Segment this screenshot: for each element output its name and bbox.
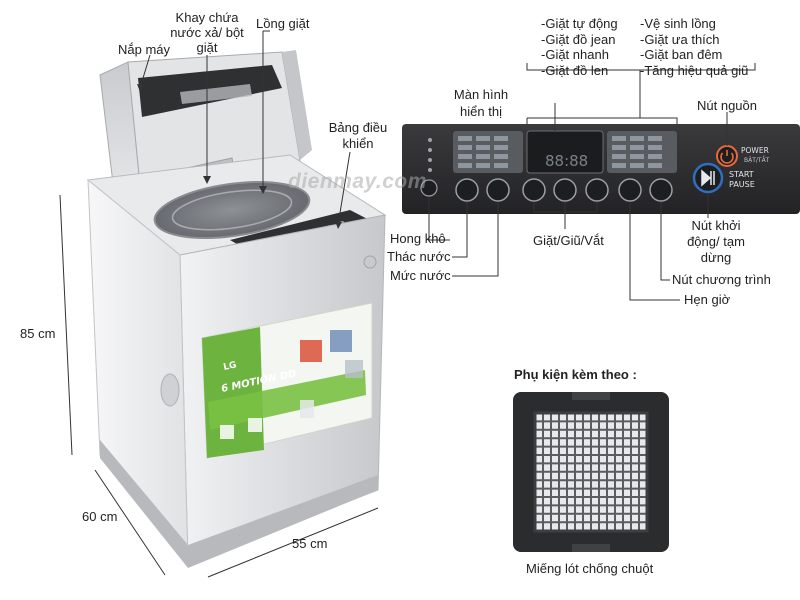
leader-lines bbox=[139, 30, 756, 301]
power-sub-text: BẬT/TẮT bbox=[744, 156, 770, 164]
start-text: START bbox=[729, 170, 754, 179]
lg-badge bbox=[363, 255, 377, 269]
wash-button bbox=[522, 178, 546, 202]
panel-display bbox=[526, 130, 604, 174]
panel-level-indicators bbox=[428, 138, 432, 172]
mat-tab-bottom bbox=[572, 544, 610, 552]
programs-bracket bbox=[526, 63, 756, 71]
leader-stream bbox=[452, 202, 468, 258]
power-symbol-icon bbox=[720, 150, 734, 164]
display-digits: 88:88 bbox=[545, 152, 588, 170]
label-start-pause: Nút khởi động/ tạm dừng bbox=[687, 218, 745, 265]
drum-ring bbox=[171, 189, 293, 231]
control-panel-closeup: 88:88 bbox=[402, 124, 800, 214]
height-dimension-line bbox=[59, 194, 73, 456]
label-drain: Thác nước bbox=[387, 249, 451, 264]
leader-timer bbox=[629, 202, 680, 301]
label-water-level: Mức nước bbox=[390, 268, 451, 283]
label-wash-rinse-spin: Giặt/Giũ/Vắt bbox=[533, 233, 604, 248]
watermark: dienmay.com bbox=[288, 170, 427, 193]
dimension-lines bbox=[59, 194, 379, 578]
delay-button bbox=[618, 178, 642, 202]
label-program-button: Nút chương trình bbox=[672, 272, 771, 287]
drum bbox=[153, 181, 311, 239]
mat-tab-top bbox=[572, 392, 610, 400]
label-drum: Lồng giặt bbox=[256, 16, 310, 31]
dimension-depth: 60 cm bbox=[82, 509, 118, 524]
panel-round-buttons bbox=[420, 178, 673, 202]
programs-right-list: -Vệ sinh lồng -Giặt ưa thích -Giặt ban đ… bbox=[640, 16, 748, 78]
program-right-item: -Vệ sinh lồng bbox=[640, 16, 716, 31]
feature-photos bbox=[300, 330, 363, 378]
rinse-button bbox=[553, 178, 577, 202]
label-control-panel: Bảng điều khiển bbox=[328, 120, 388, 151]
dimension-height: 85 cm bbox=[20, 326, 56, 341]
program-left-item: -Giặt đồ jean bbox=[541, 31, 616, 47]
panel-left-program-grid bbox=[458, 136, 508, 168]
feature-label-band bbox=[208, 370, 366, 430]
programs-left-list: -Giặt tự động -Giặt đồ jean -Giặt nhanh … bbox=[541, 16, 618, 78]
dimension-width: 55 cm bbox=[292, 536, 328, 551]
mat-mesh bbox=[534, 412, 648, 532]
program-left-item: -Giặt tự động bbox=[541, 16, 618, 31]
power-text: POWER bbox=[741, 146, 769, 155]
program-right-item: -Tăng hiệu quả giũ bbox=[640, 62, 749, 78]
mat-inner-border bbox=[533, 411, 649, 533]
label-air-dry: Hong khô bbox=[390, 231, 446, 246]
leader-program bbox=[660, 202, 670, 281]
label-display: Màn hình hiển thị bbox=[453, 87, 509, 119]
program-right-item: -Giặt ban đêm bbox=[640, 47, 723, 62]
leader-control-panel bbox=[337, 151, 351, 226]
accessory-name: Miếng lót chống chuột bbox=[526, 561, 654, 576]
panel-left-program-block bbox=[453, 131, 523, 173]
arrow-heads bbox=[137, 84, 342, 229]
label-lid: Nắp máy bbox=[118, 42, 171, 57]
washing-machine: LG 6 MOTION DD bbox=[86, 50, 387, 568]
program-left-item: -Giặt nhanh bbox=[541, 47, 609, 62]
label-timer: Hẹn giờ bbox=[684, 292, 731, 307]
label-dispenser: Khay chứa nước xả/ bột giặt bbox=[170, 10, 244, 55]
depth-dimension-line bbox=[94, 469, 166, 576]
anti-rodent-mat bbox=[513, 392, 669, 552]
accessory-title: Phụ kiện kèm theo : bbox=[514, 367, 637, 382]
base-trim bbox=[100, 440, 378, 568]
lid-edge bbox=[282, 50, 312, 160]
program-left-item: -Giặt đồ len bbox=[541, 62, 609, 78]
panel-right-program-block bbox=[607, 131, 677, 173]
panel-right-program-grid bbox=[612, 136, 662, 168]
program-right-item: -Giặt ưa thích bbox=[640, 31, 720, 47]
water-button bbox=[486, 178, 510, 202]
bracket-tick-right bbox=[527, 117, 678, 124]
leader-water bbox=[452, 202, 499, 277]
lid-reflection bbox=[180, 84, 252, 104]
air-dry-button bbox=[420, 179, 438, 197]
play-pause-icon bbox=[701, 169, 715, 187]
leader-air-dry bbox=[428, 198, 450, 241]
label-power-button: Nút nguồn bbox=[697, 98, 757, 113]
stream-button bbox=[455, 178, 479, 202]
spin-button bbox=[585, 178, 609, 202]
feature-icons bbox=[220, 400, 314, 439]
width-dimension-line bbox=[207, 507, 379, 578]
program-button bbox=[649, 178, 673, 202]
brand-on-label: LG bbox=[223, 360, 238, 373]
side-handle bbox=[160, 373, 180, 407]
leader-lid bbox=[139, 54, 151, 89]
pause-text: PAUSE bbox=[729, 180, 755, 189]
